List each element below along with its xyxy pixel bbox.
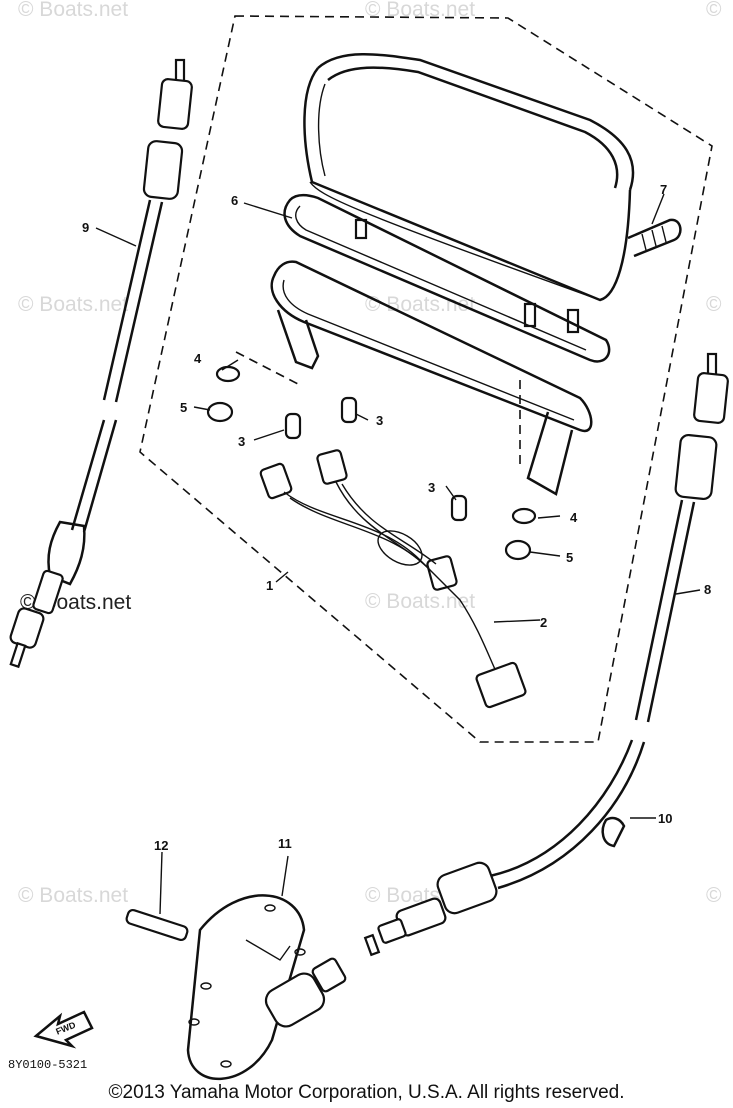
part-number-10: 10: [658, 811, 672, 826]
washers: [206, 365, 537, 561]
part-number-8: 8: [704, 582, 711, 597]
fwd-arrow: FWD: [33, 1010, 94, 1049]
watermark: © Boats.net: [365, 0, 475, 21]
part-number-5: 5: [566, 550, 573, 565]
copyright-notice: ©2013 Yamaha Motor Corporation, U.S.A. A…: [108, 1082, 625, 1103]
leader-lines: [95, 193, 701, 915]
watermark: ©: [706, 0, 722, 21]
part-number-7: 7: [660, 182, 667, 197]
watermark: ©: [706, 293, 722, 316]
drive-flange: [186, 894, 347, 1081]
bulbs: [284, 396, 468, 522]
guide-line: [235, 351, 299, 385]
part-number-3: 3: [376, 413, 383, 428]
watermark: © Boats.net: [365, 590, 475, 613]
wire-harness: [259, 449, 527, 709]
part-number-9: 9: [82, 220, 89, 235]
part-number-12: 12: [154, 838, 168, 853]
watermark: © Boats.net: [18, 0, 128, 21]
part-number-4: 4: [570, 510, 578, 525]
pin: [125, 908, 189, 942]
part-number-3: 3: [238, 434, 245, 449]
bracket: [270, 260, 593, 496]
watermark: © Boats.net: [18, 884, 128, 907]
part-number-labels: 1 2 3 3 3 4 4 5 5 6 7 8 9 10 11 12: [82, 182, 711, 853]
assembly-boundary: [139, 15, 713, 743]
watermark: ©: [706, 884, 722, 907]
meter-housing: [303, 53, 682, 334]
watermark: © Boats.net: [18, 293, 128, 316]
part-number-4: 4: [194, 351, 202, 366]
cable-right: [363, 352, 729, 957]
gasket: [283, 194, 611, 363]
part-number-11: 11: [278, 836, 292, 851]
part-number-2: 2: [540, 615, 547, 630]
watermark-group: © Boats.net © Boats.net © Boats.net © Bo…: [18, 0, 722, 907]
diagram-code: 8Y0100-5321: [8, 1058, 87, 1072]
part-number-5: 5: [180, 400, 187, 415]
part-number-1: 1: [266, 578, 273, 593]
part-number-3: 3: [428, 480, 435, 495]
cable-left: [9, 58, 193, 669]
part-number-6: 6: [231, 193, 238, 208]
